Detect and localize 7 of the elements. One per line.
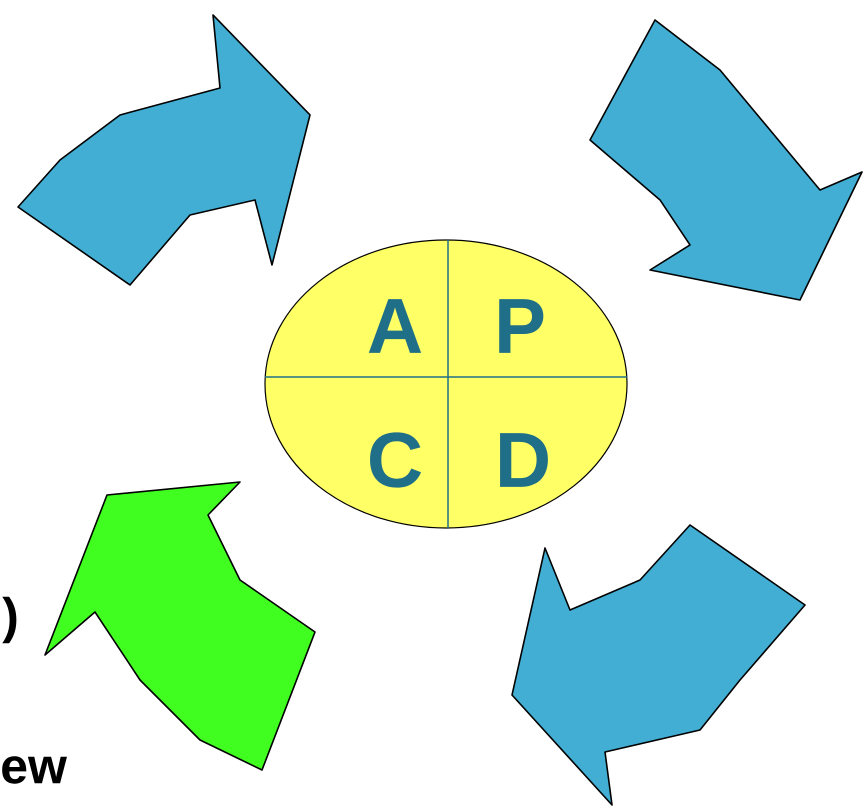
text-fragment: )	[2, 596, 16, 644]
quadrant-ellipse	[264, 239, 628, 529]
text-fragment: ew	[2, 756, 67, 784]
quadrant-letter: A	[368, 299, 422, 353]
quadrant-letter: P	[499, 299, 544, 353]
quadrant-letter: D	[500, 433, 548, 487]
quadrant-letter: C	[370, 432, 422, 488]
